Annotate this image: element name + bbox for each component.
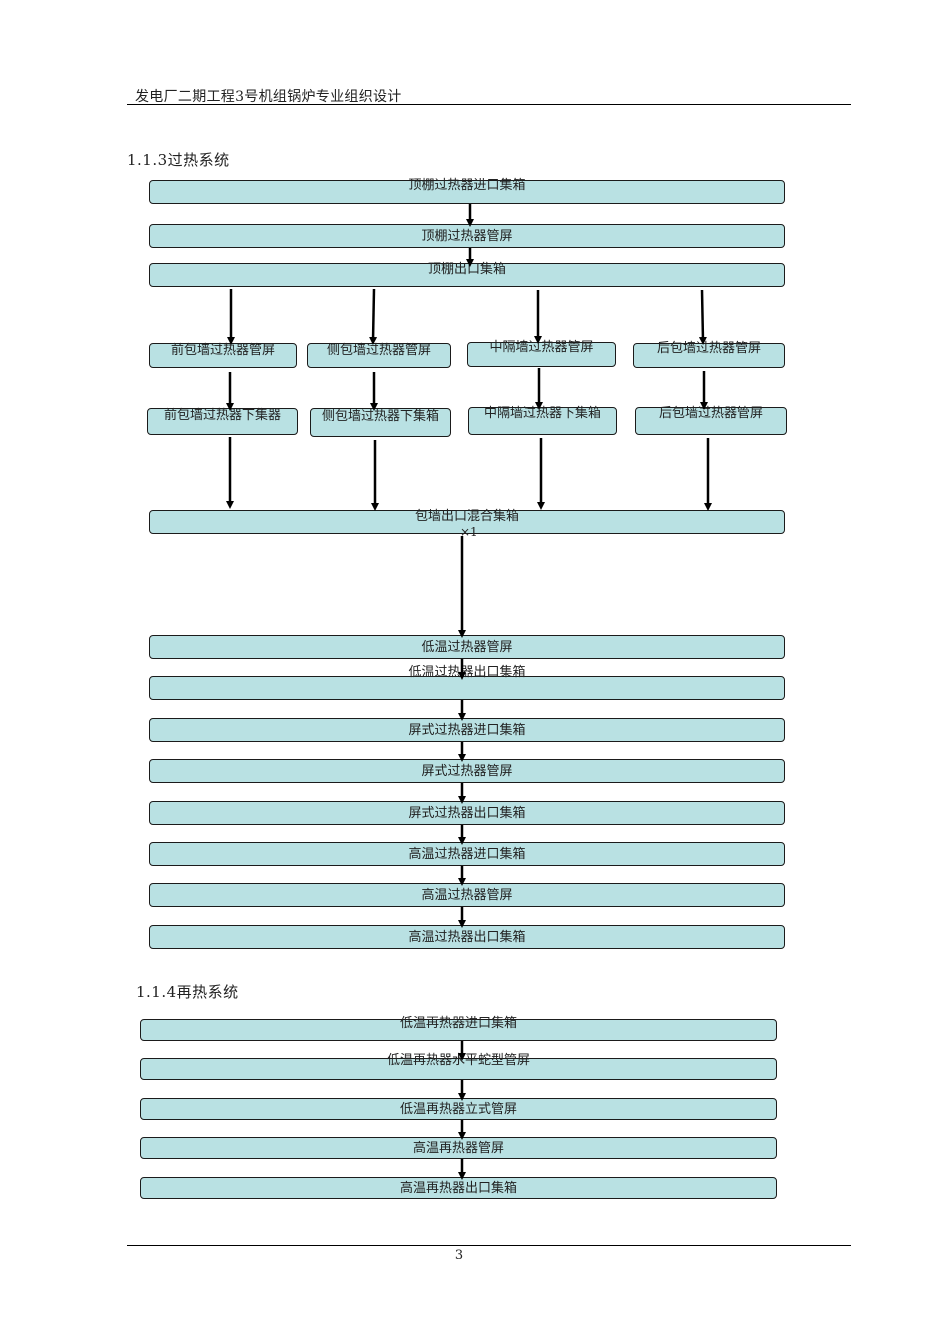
label-rear-wall-panel: 后包墙过热器管屏 — [656, 341, 761, 356]
label-ht-superheater-inlet-header: 高温过热器进口集箱 — [408, 847, 526, 862]
box-lt-reheater-vertical-panel: 低温再热器立式管屏 — [140, 1098, 777, 1120]
box-ht-reheater-panel: 高温再热器管屏 — [140, 1137, 777, 1159]
box-front-wall-panel: 前包墙过热器管屏 — [149, 343, 297, 368]
arrow — [369, 288, 378, 345]
label-lt-superheater-outlet-header: 低温过热器出口集箱 — [408, 665, 526, 680]
box-middle-wall-lower-header: 中隔墙过热器下集箱 — [468, 407, 617, 435]
label-roof-inlet-header: 顶棚过热器进口集箱 — [408, 178, 526, 193]
box-wall-outlet-mixing-header: 包墙出口混合集箱 — [149, 510, 785, 534]
label-lt-reheater-inlet-header: 低温再热器进口集箱 — [399, 1016, 517, 1031]
box-front-wall-lower-header: 前包墙过热器下集器 — [147, 408, 298, 435]
box-rear-wall-panel-2: 后包墙过热器管屏 — [635, 407, 787, 435]
arrow — [698, 289, 707, 345]
header-rule — [127, 104, 851, 105]
box-lt-superheater-panel: 低温过热器管屏 — [149, 635, 785, 659]
section-title-reheat: 1.1.4再热系统 — [136, 983, 239, 1001]
label-ht-superheater-outlet-header: 高温过热器出口集箱 — [408, 930, 526, 945]
label-lt-superheater-panel: 低温过热器管屏 — [421, 640, 513, 655]
box-roof-outlet-header: 顶棚出口集箱 — [149, 263, 785, 287]
label-roof-panel: 顶棚过热器管屏 — [421, 229, 513, 244]
page-header: 发电厂二期工程3号机组锅炉专业组织设计 — [135, 89, 402, 105]
box-ht-superheater-inlet-header: 高温过热器进口集箱 — [149, 842, 785, 866]
label-rear-wall-panel-2: 后包墙过热器管屏 — [658, 406, 763, 421]
label-front-wall-panel: 前包墙过热器管屏 — [170, 343, 275, 358]
box-roof-inlet-header: 顶棚过热器进口集箱 — [149, 178, 785, 204]
label-ht-superheater-panel: 高温过热器管屏 — [421, 888, 513, 903]
label-front-wall-lower-header: 前包墙过热器下集器 — [163, 408, 281, 423]
label-roof-outlet-header: 顶棚出口集箱 — [427, 262, 506, 277]
label-side-wall-panel: 侧包墙过热器管屏 — [326, 343, 431, 358]
label-platen-outlet-header: 屏式过热器出口集箱 — [408, 806, 526, 821]
box-side-wall-panel: 侧包墙过热器管屏 — [307, 343, 451, 368]
box-ht-reheater-outlet-header: 高温再热器出口集箱 — [140, 1177, 777, 1199]
box-side-wall-lower-header: 侧包墙过热器下集箱 — [310, 408, 451, 437]
label-middle-wall-lower-header: 中隔墙过热器下集箱 — [483, 406, 601, 421]
label-middle-wall-panel: 中隔墙过热器管屏 — [489, 340, 594, 355]
label-platen-inlet-header: 屏式过热器进口集箱 — [408, 723, 526, 738]
page-number: 3 — [454, 1248, 464, 1263]
label-lt-reheater-vertical-panel: 低温再热器立式管屏 — [399, 1102, 517, 1117]
box-rear-wall-panel: 后包墙过热器管屏 — [633, 341, 785, 368]
box-ht-superheater-outlet-header: 高温过热器出口集箱 — [149, 925, 785, 949]
box-ht-superheater-panel: 高温过热器管屏 — [149, 883, 785, 907]
label-platen-panel: 屏式过热器管屏 — [421, 764, 513, 779]
box-lt-reheater-inlet-header: 低温再热器进口集箱 — [140, 1016, 777, 1041]
box-platen-panel: 屏式过热器管屏 — [149, 759, 785, 783]
mixing-header-note: ×1 — [460, 525, 478, 539]
box-platen-inlet-header: 屏式过热器进口集箱 — [149, 718, 785, 742]
label-side-wall-lower-header: 侧包墙过热器下集箱 — [321, 409, 439, 424]
box-middle-wall-panel: 中隔墙过热器管屏 — [467, 340, 616, 367]
box-lt-superheater-outlet-header: 低温过热器出口集箱 — [149, 666, 785, 700]
footer-rule — [127, 1245, 851, 1246]
label-ht-reheater-outlet-header: 高温再热器出口集箱 — [399, 1181, 517, 1196]
box-platen-outlet-header: 屏式过热器出口集箱 — [149, 801, 785, 825]
section-title-superheat: 1.1.3过热系统 — [127, 151, 230, 169]
label-wall-outlet-mixing-header: 包墙出口混合集箱 — [414, 509, 519, 524]
label-ht-reheater-panel: 高温再热器管屏 — [412, 1141, 504, 1156]
